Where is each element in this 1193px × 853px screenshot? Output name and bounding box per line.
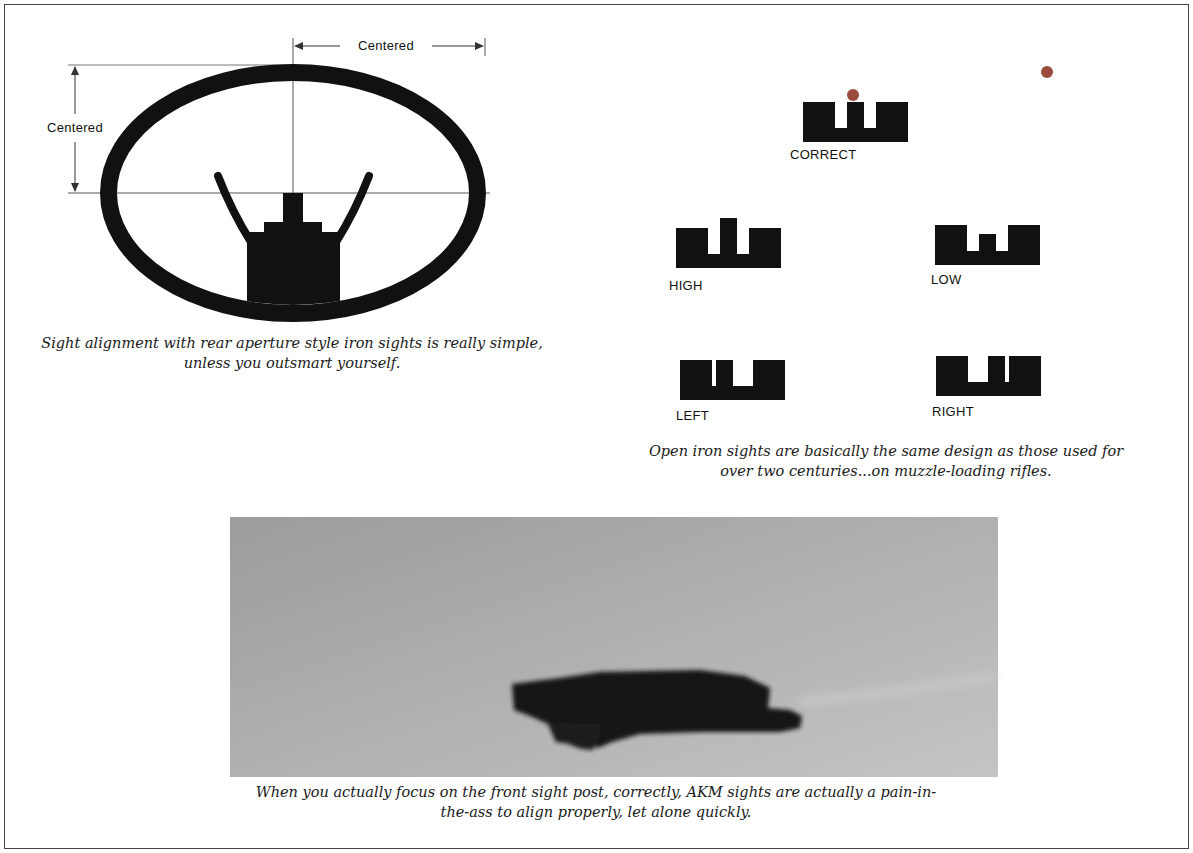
figure-caption: When you actually focus on the front sig… (246, 782, 946, 822)
front-sight-silhouette (548, 722, 601, 750)
target-dot (847, 89, 859, 101)
open-sight-high (676, 218, 781, 268)
front-sight-post (247, 193, 340, 340)
dimension-line (432, 46, 482, 47)
dimension-label: Centered (30, 120, 120, 135)
horizontal-centerline (68, 193, 490, 194)
sight-state-label: RIGHT (932, 404, 1012, 419)
open-sight-right (936, 356, 1041, 396)
target-dot (1041, 66, 1053, 78)
extension-line (68, 65, 293, 66)
photo-streak (800, 676, 996, 702)
front-sight-ear (218, 176, 251, 242)
photo-background (230, 517, 998, 777)
front-sight-ear (336, 176, 369, 242)
dimension-arrowhead (475, 42, 484, 50)
dimension-arrowhead (71, 66, 79, 75)
open-sight-low (935, 225, 1040, 265)
front-sight-silhouette (512, 670, 802, 748)
dimension-label: Centered (341, 38, 431, 53)
figure-caption: Sight alignment with rear aperture style… (22, 333, 562, 373)
dimension-arrowhead (294, 42, 303, 50)
sight-state-label: LEFT (676, 408, 756, 423)
open-sight-left (680, 360, 785, 400)
aperture-sight (68, 38, 490, 340)
vertical-centerline (293, 38, 294, 193)
sight-photo (230, 517, 998, 777)
sight-state-label: CORRECT (790, 147, 880, 162)
sight-state-label: HIGH (669, 278, 749, 293)
open-sights (676, 66, 1053, 400)
figure-caption: Open iron sights are basically the same … (636, 441, 1136, 481)
dimension-arrowhead (71, 183, 79, 192)
open-sight-correct (803, 102, 908, 142)
sight-state-label: LOW (931, 272, 1011, 287)
extension-line (485, 38, 486, 56)
page-frame (5, 5, 1189, 849)
